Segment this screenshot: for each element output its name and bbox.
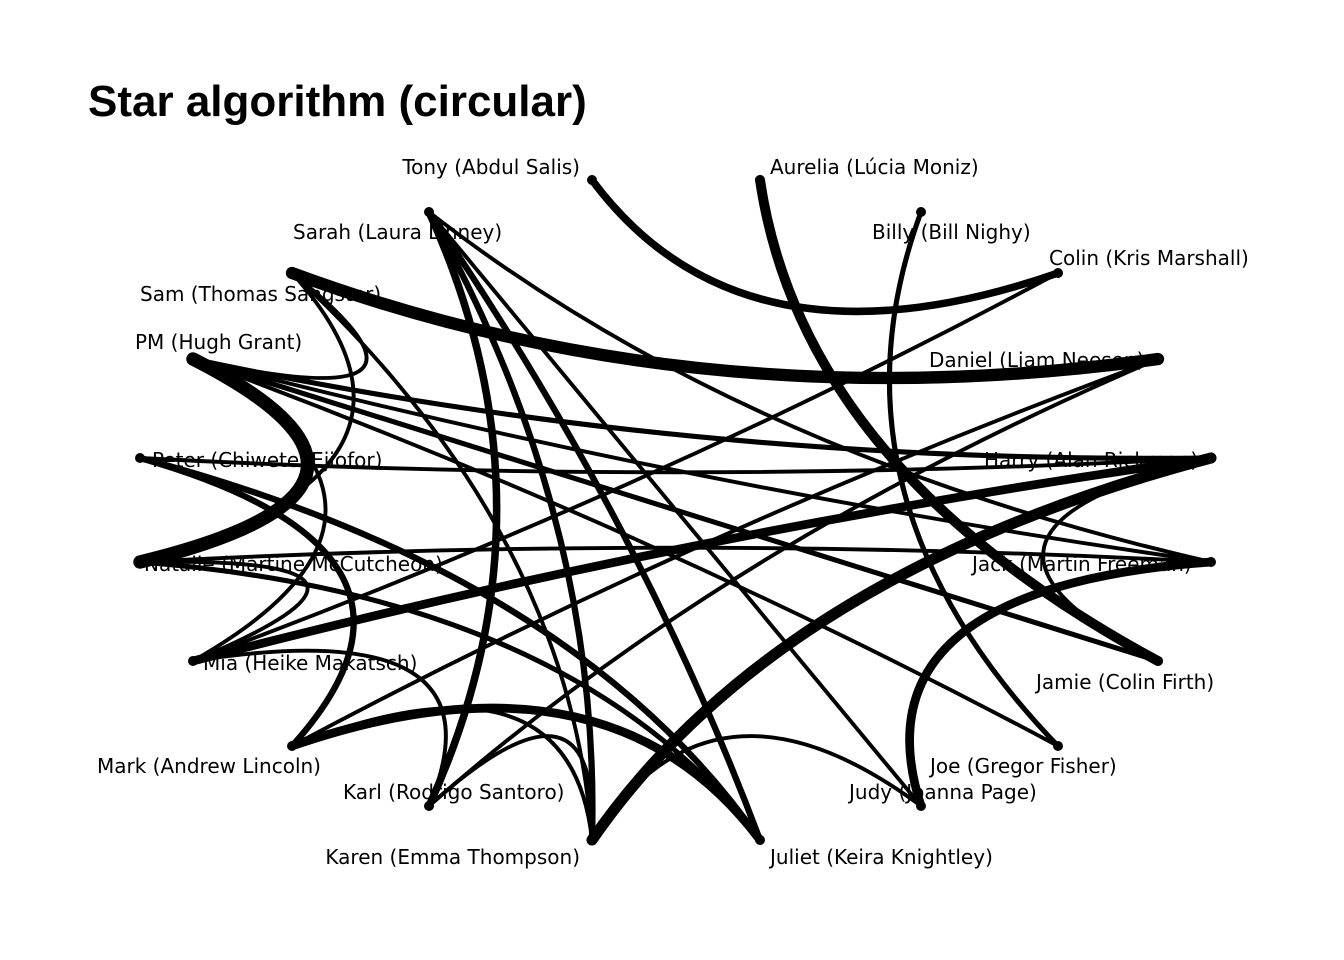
- edge-billy-joe: [887, 209, 1061, 749]
- node-label-karl: Karl (Rodrigo Santoro): [343, 780, 564, 804]
- node-sarah: [424, 207, 434, 217]
- node-pm: [188, 354, 198, 364]
- node-billy: [916, 207, 926, 217]
- edge-peter-mark: [136, 454, 357, 750]
- edge-sarah-karen: [425, 208, 596, 844]
- node-jack: [1206, 557, 1216, 567]
- edge-peter-harry: [138, 456, 1213, 475]
- node-daniel: [1153, 354, 1163, 364]
- node-label-aurelia: Aurelia (Lúcia Moniz): [770, 155, 979, 179]
- diagram-title: Star algorithm (circular): [88, 77, 587, 126]
- node-label-tony: Tony (Abdul Salis): [401, 155, 580, 179]
- node-label-jamie: Jamie (Colin Firth): [1034, 670, 1214, 694]
- edge-harry-jamie: [1041, 456, 1213, 663]
- edge-karen-karl: [427, 734, 595, 842]
- edge-sarah-juliet: [425, 208, 764, 844]
- edge-karen-judy: [590, 734, 923, 842]
- node-harry: [1206, 453, 1216, 463]
- node-label-joe: Joe (Gregor Fisher): [928, 754, 1117, 778]
- label-layer: Tony (Abdul Salis) Aurelia (Lúcia Moniz) B…: [97, 155, 1249, 869]
- node-sam: [287, 268, 297, 278]
- edge-sam-natalie: [138, 271, 356, 564]
- edge-daniel-mark: [290, 357, 1160, 748]
- edge-aurelia-jamie: [755, 175, 1163, 666]
- node-label-jack: Jack (Martin Freeman): [970, 552, 1192, 576]
- node-mia: [188, 656, 198, 666]
- edge-pm-joe: [191, 357, 1060, 748]
- edge-pm-natalie: [133, 352, 315, 569]
- edge-sarah-karl: [425, 208, 501, 810]
- edge-peter-juliet: [136, 454, 764, 844]
- node-label-pm: PM (Hugh Grant): [135, 330, 302, 354]
- edge-sarah-judy: [427, 210, 923, 808]
- node-label-sam: Sam (Thomas Sangster): [140, 282, 381, 306]
- node-karen: [587, 835, 597, 845]
- node-label-mia: Mia (Heike Makatsch): [203, 651, 417, 675]
- node-layer: [135, 175, 1216, 845]
- edge-sam-daniel: [285, 266, 1165, 385]
- node-label-juliet: Juliet (Keira Knightley): [768, 845, 993, 869]
- node-mark: [287, 741, 297, 751]
- node-tony: [587, 175, 597, 185]
- node-aurelia: [755, 175, 765, 185]
- edge-tony-colin: [588, 176, 1062, 316]
- node-label-sarah: Sarah (Laura Linney): [293, 220, 502, 244]
- edge-natalie-jack: [138, 545, 1213, 564]
- node-peter: [135, 453, 145, 463]
- node-label-mark: Mark (Andrew Lincoln): [97, 754, 321, 778]
- node-colin: [1053, 268, 1063, 278]
- edge-jack-judy: [905, 557, 1216, 811]
- edge-natalie-mia: [138, 559, 310, 663]
- edge-layer: [133, 175, 1217, 846]
- edge-pm-harry: [190, 356, 1214, 461]
- edge-daniel-karl: [427, 357, 1160, 808]
- node-jamie: [1153, 656, 1163, 666]
- edge-sarah-jack: [427, 210, 1213, 564]
- edge-karen-mark: [290, 706, 594, 842]
- edge-pm-sam: [191, 271, 369, 380]
- edge-juliet-natalie: [137, 559, 763, 843]
- edge-colin-mia: [191, 271, 1060, 663]
- node-label-harry: Harry (Alan Rickman): [984, 448, 1198, 472]
- node-label-karen: Karen (Emma Thompson): [325, 845, 580, 869]
- node-label-billy: Billy (Bill Nighy): [872, 220, 1031, 244]
- node-juliet: [755, 835, 765, 845]
- edge-mia-karl: [191, 648, 448, 808]
- node-label-judy: Judy (Joanna Page): [847, 780, 1037, 804]
- node-label-peter: Peter (Chiwetel Ejiofor): [152, 448, 382, 472]
- node-label-natalie: Natalie (Martine McCutcheon): [144, 552, 443, 576]
- node-natalie: [135, 557, 145, 567]
- node-label-colin: Colin (Kris Marshall): [1049, 246, 1249, 270]
- node-judy: [916, 801, 926, 811]
- node-karl: [424, 801, 434, 811]
- node-joe: [1053, 741, 1063, 751]
- edge-pm-mia: [191, 357, 328, 663]
- edge-harry-karen: [586, 452, 1217, 846]
- node-label-daniel: Daniel (Liam Neeson): [929, 348, 1144, 372]
